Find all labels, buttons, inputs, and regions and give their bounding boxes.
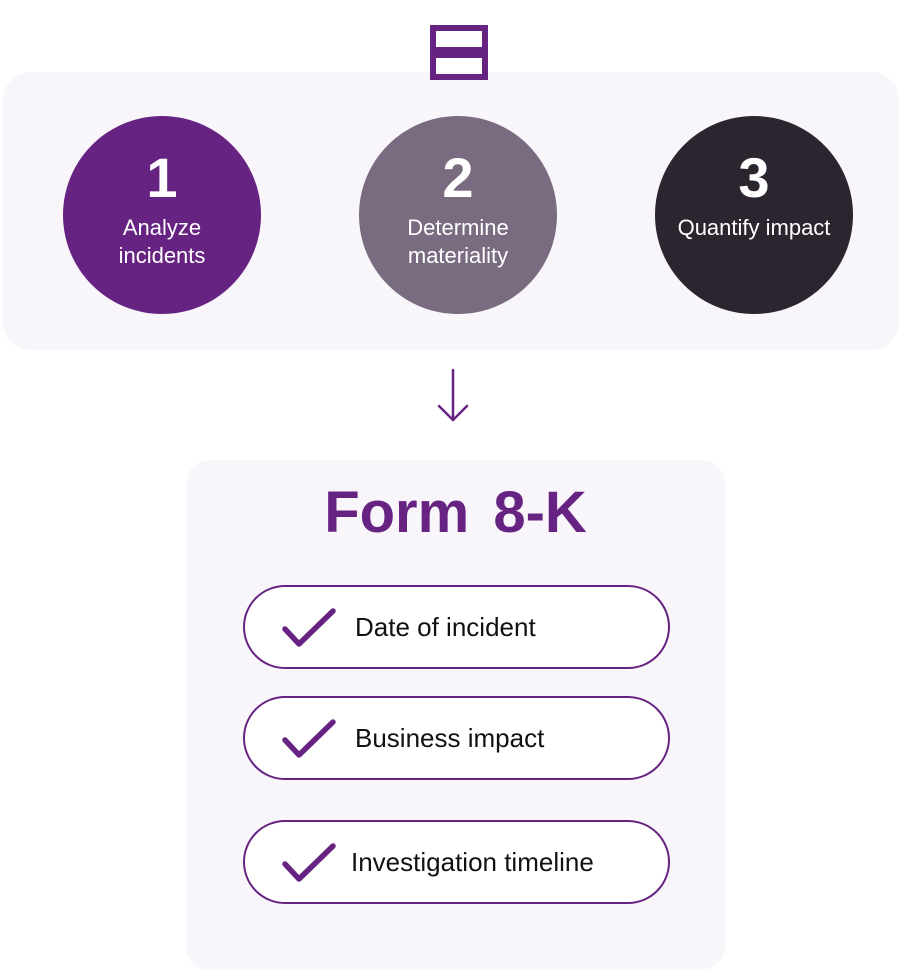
step-label: Quantify impact (677, 215, 831, 240)
step-label: Analyze incidents (118, 215, 206, 268)
step-number: 1 (146, 146, 178, 209)
form-title: Form 8-K (324, 480, 587, 545)
step-determine-materiality: 2 Determine materiality (359, 116, 557, 314)
step-analyze-incidents: 1 Analyze incidents (63, 116, 261, 314)
checklist-item-business-impact: Business impact (243, 696, 670, 780)
step-number: 2 (442, 146, 474, 209)
checklist-item-label: Investigation timeline (351, 847, 594, 877)
checklist-item-investigation-timeline: Investigation timeline (243, 820, 670, 904)
checklist-item-label: Business impact (355, 723, 545, 753)
checklist-item-date-of-incident: Date of incident (243, 585, 670, 669)
step-number: 3 (738, 146, 770, 209)
step-label: Determine materiality (407, 215, 509, 268)
step-quantify-impact: 3 Quantify impact (655, 116, 853, 314)
stacked-bars-logo-icon (430, 25, 488, 80)
arrow-down-icon (437, 368, 469, 422)
checklist-item-label: Date of incident (355, 612, 536, 642)
checkmark-icon (282, 719, 336, 758)
checkmark-icon (282, 843, 336, 882)
checkmark-icon (282, 608, 336, 647)
